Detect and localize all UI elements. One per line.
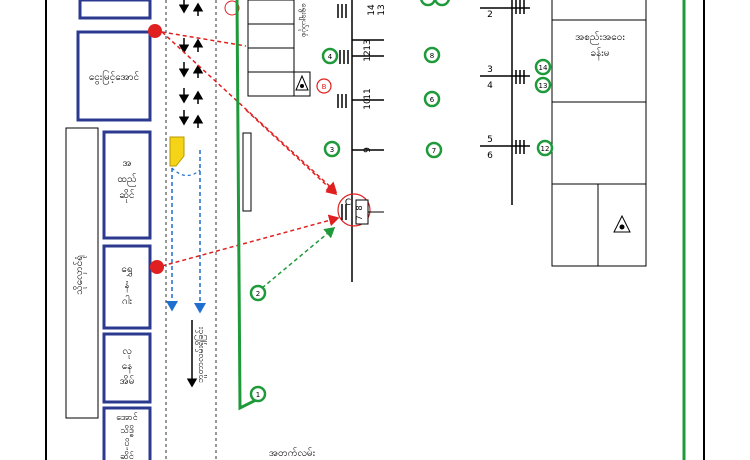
shop-res-line3: အိမ် [120, 374, 135, 387]
hall-label-1: အစည်းအဝေး [575, 30, 625, 45]
marker-2: 2 [256, 290, 260, 298]
num-14: 14 [367, 4, 377, 16]
shop-res-line1: လု [122, 346, 131, 359]
shop-clothes-line3: ဆိုင် [119, 188, 134, 203]
marker-12: 12 [541, 145, 550, 153]
extinguisher-dot-right [619, 224, 625, 230]
shop-clothes-line2: ထည် [117, 172, 136, 187]
red-routes [161, 31, 340, 267]
stack-group-right [480, 0, 530, 154]
bottom-road-label: အတက်လမ်း [269, 446, 316, 459]
shop-res-line2: နေ [122, 361, 133, 374]
hall-label-2: ခန်းမ [590, 46, 609, 61]
marker-3: 3 [330, 146, 334, 154]
marker-14: 14 [539, 64, 548, 72]
marker-4: 4 [328, 53, 333, 61]
shop-aung-line1: အောင် [116, 412, 138, 423]
num-9: 9 [363, 147, 373, 153]
assembly-point-ring [337, 193, 371, 227]
num-right-3: 3 [487, 65, 493, 75]
marker-b-ring [316, 78, 332, 94]
shop-aung-line2: သိဒ္ဓိ [120, 425, 133, 437]
stall-block [247, 0, 295, 97]
gate-bar [242, 132, 252, 212]
marker-6: 6 [430, 96, 435, 104]
shop-clothes-line1: အ [122, 158, 131, 169]
marker-top-partial-1 [419, 0, 437, 7]
red-marker-bottom [150, 260, 164, 274]
num-13a: 13 [377, 4, 387, 15]
red-ring-top [224, 0, 240, 16]
mark-c: C [345, 198, 351, 208]
num-right-4: 4 [487, 81, 493, 91]
shop-aung-thiddhi [102, 406, 152, 460]
num-right-6: 6 [487, 151, 493, 161]
stack-group-left [337, 4, 384, 151]
meeting-hall [551, 19, 647, 267]
num-11: 11 [363, 88, 373, 99]
left-block-label: သိုလှောင်ရုံ [72, 255, 87, 295]
red-marker-top [148, 24, 162, 38]
street-label: ဘူတာလမ်းရှိခြင်း [194, 326, 207, 383]
shop-gold [102, 244, 152, 330]
shop-residence [102, 332, 152, 404]
shop-clothes [102, 130, 152, 240]
num-10: 10 [363, 98, 373, 110]
num-7: 7 [355, 215, 364, 220]
marker-8: 8 [430, 52, 434, 60]
marker-top-partial-2 [433, 0, 451, 7]
shop-ngwe-myint-aung [76, 30, 152, 122]
shop-gold-line2: နံ [124, 280, 129, 293]
num-13b: 13 [363, 39, 373, 50]
green-route [261, 227, 336, 289]
num-right-2: 2 [487, 10, 493, 20]
extinguisher-icon [295, 74, 309, 91]
traffic-arrows [178, 0, 204, 128]
blue-route-curve [171, 167, 201, 177]
stall-label: ရွေးချယ်ပုံစံ [298, 3, 310, 37]
num-8: 8 [355, 205, 364, 210]
marker-7: 7 [432, 147, 436, 155]
marker-1: 1 [256, 391, 260, 399]
shop-top-partial [78, 0, 152, 20]
extinguisher-dot [300, 84, 304, 88]
extinguisher-icon-right [613, 214, 631, 233]
num-right-5: 5 [487, 135, 493, 145]
marker-b: B [322, 83, 327, 91]
shop-aung-line4: ဆိုင် [120, 451, 134, 460]
green-markers [249, 46, 554, 403]
marker-13: 13 [539, 82, 548, 90]
yellow-sign-icon [169, 136, 185, 167]
shop-ngwe-label: ငွေးမြင့်အောင် [89, 69, 139, 85]
shop-gold-line3: ဂါး [122, 294, 132, 307]
shop-gold-line1: ရွှေ [121, 264, 132, 277]
num-12: 12 [363, 50, 373, 61]
left-block [65, 127, 99, 419]
shop-aung-line3: ပို [124, 438, 129, 450]
